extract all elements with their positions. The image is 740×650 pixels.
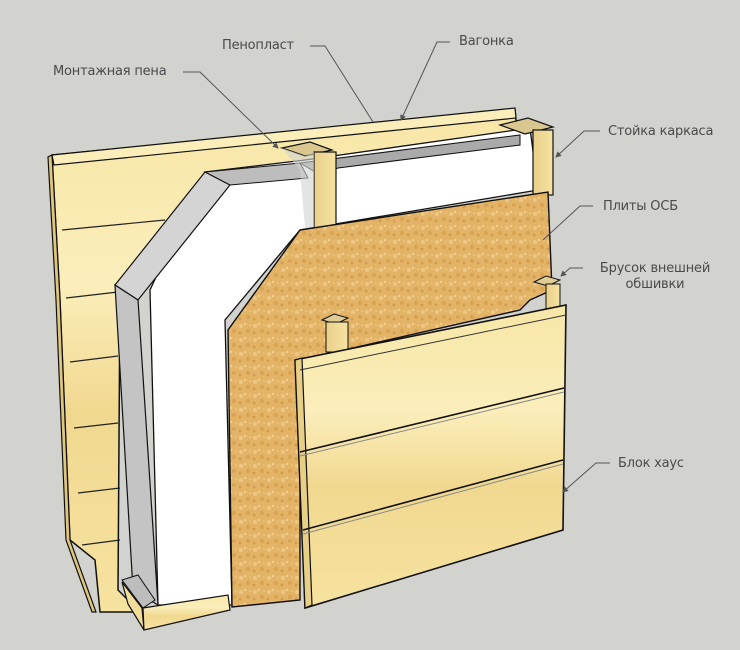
outer-batten-left — [320, 313, 350, 353]
frame-post-left — [279, 141, 337, 231]
label-outer-batten-line1: Брусок внешней — [599, 261, 711, 276]
leader-outer-batten — [560, 267, 583, 277]
polystyrene-panel — [114, 127, 539, 607]
label-osb-boards: Плиты ОСБ — [603, 199, 678, 214]
leader-foam-sealant — [183, 71, 279, 149]
leader-frame-post — [555, 130, 600, 158]
label-lining: Вагонка — [459, 34, 514, 49]
label-outer-batten-line2: обшивки — [625, 277, 685, 292]
leader-osb — [542, 205, 593, 241]
leader-lines — [183, 41, 610, 493]
label-polystyrene: Пенопласт — [222, 38, 294, 53]
leader-lining — [400, 41, 450, 121]
leader-block-house — [562, 462, 610, 493]
frame-post-right — [497, 117, 556, 196]
osb-panel — [227, 191, 553, 608]
bottom-plate — [121, 574, 231, 631]
label-block-house: Блок хаус — [618, 456, 684, 471]
label-foam-sealant: Монтажная пена — [53, 64, 167, 79]
label-frame-post: Стойка каркаса — [608, 124, 714, 139]
block-house-panel — [294, 304, 567, 610]
leader-polystyrene — [310, 45, 374, 123]
label-outer-batten: Брусок внешней обшивки — [590, 261, 720, 293]
